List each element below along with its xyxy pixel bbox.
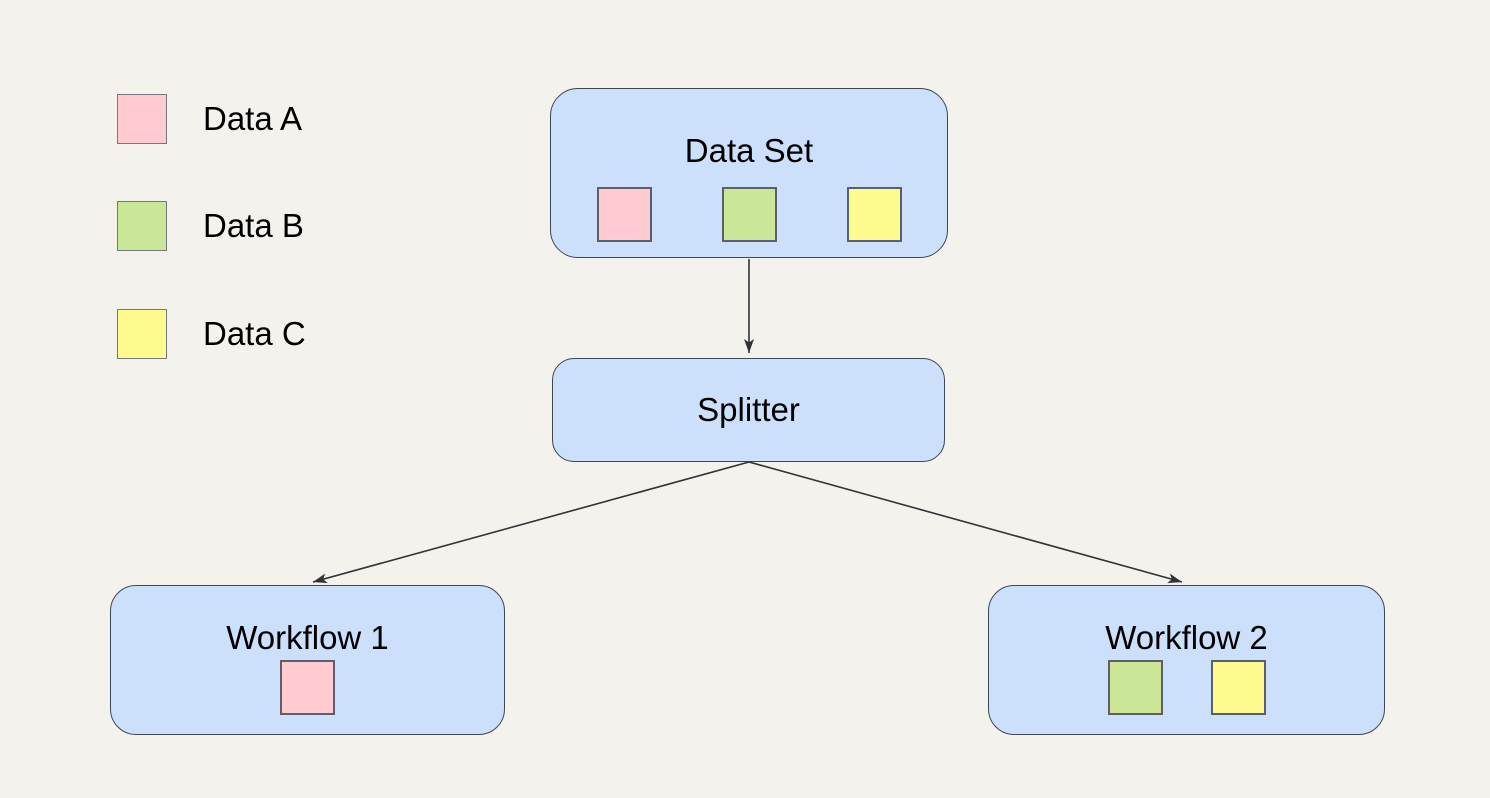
data-b-square <box>721 187 777 242</box>
legend-label-data-c: Data C <box>203 315 306 352</box>
legend-item-data-a: Data A <box>117 94 302 144</box>
node-workflow-1: Workflow 1 <box>110 585 505 735</box>
data-c-swatch <box>117 309 167 359</box>
legend-label-data-a: Data A <box>203 100 303 137</box>
data-a-swatch <box>117 94 167 144</box>
data-a-square <box>596 187 652 242</box>
data-c-square <box>846 187 902 242</box>
data-a-square <box>280 660 335 715</box>
workflow-1-items <box>280 660 335 715</box>
edge-splitter-to-workflow1 <box>312 461 750 584</box>
data-b-square <box>1107 660 1163 715</box>
workflow-2-items <box>1107 660 1266 715</box>
legend-item-data-b: Data B <box>117 201 304 251</box>
legend-item-data-c: Data C <box>117 309 306 359</box>
node-workflow-2-title: Workflow 2 <box>1105 619 1268 656</box>
legend-label-data-b: Data B <box>203 207 304 244</box>
node-workflow-2: Workflow 2 <box>988 585 1385 735</box>
edge-splitter-to-workflow2 <box>748 461 1183 584</box>
node-data-set: Data Set <box>550 88 948 258</box>
data-b-swatch <box>117 201 167 251</box>
node-splitter: Splitter <box>552 358 945 462</box>
data-set-items <box>596 187 902 242</box>
node-data-set-title: Data Set <box>684 132 814 169</box>
node-workflow-1-title: Workflow 1 <box>226 619 389 656</box>
data-c-square <box>1210 660 1266 715</box>
node-splitter-title: Splitter <box>697 391 800 428</box>
